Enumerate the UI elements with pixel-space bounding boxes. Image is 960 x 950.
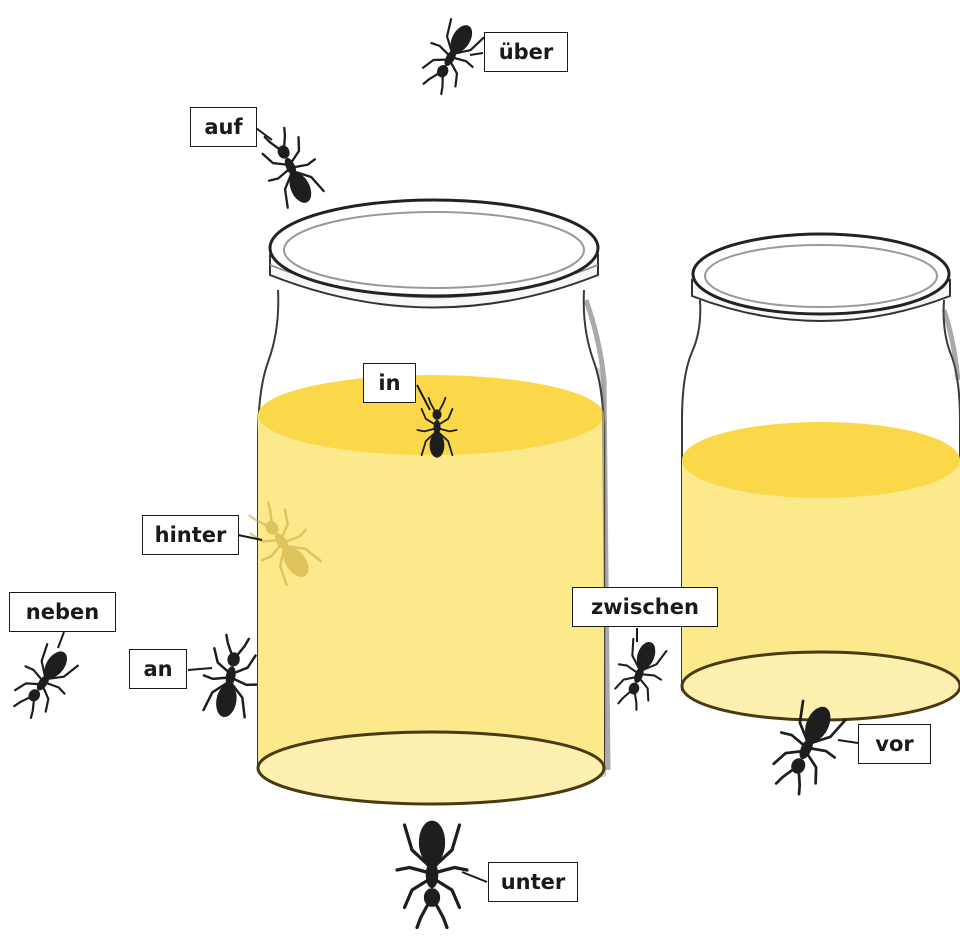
ant-auf [252,122,330,213]
ant-zwischen [606,635,671,714]
ant-neben [3,639,83,725]
ant-unter [397,821,467,927]
liquid-surface-right [682,422,960,498]
label-zwischen: zwischen [572,587,718,627]
ant-an [197,632,263,721]
label-in: in [363,363,416,403]
ant-ueber [412,14,489,100]
label-vor: vor [858,724,931,764]
left-jar [258,200,608,804]
label-an: an [129,649,187,689]
label-hinter: hinter [142,515,239,555]
label-ueber: über [484,32,568,72]
label-auf: auf [190,107,257,147]
right-jar [682,234,960,720]
label-unter: unter [488,862,578,902]
label-neben: neben [9,592,116,632]
